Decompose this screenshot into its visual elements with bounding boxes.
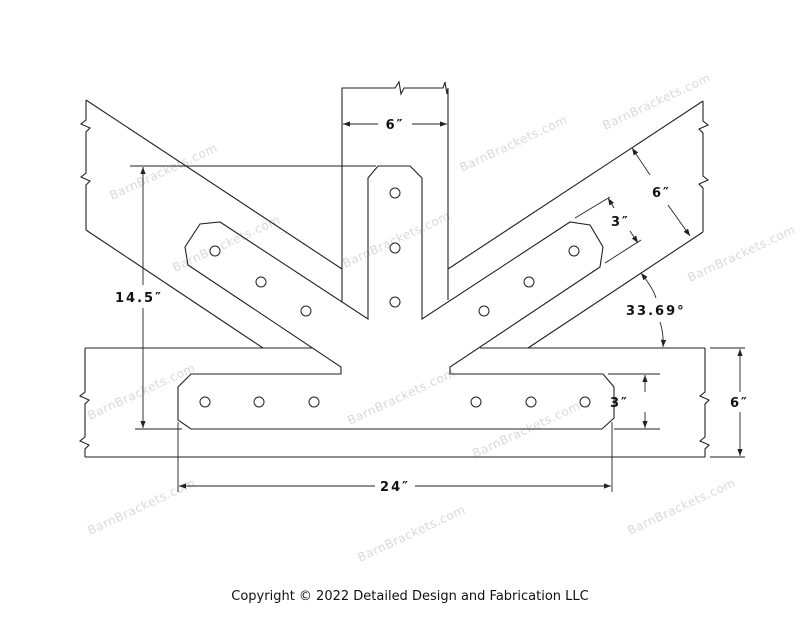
dim-beam-plate-width: 3″	[610, 396, 629, 411]
bolt-hole	[255, 276, 267, 288]
watermark: BarnBrackets.com	[340, 208, 452, 270]
dim-brace-angle: 33.69°	[626, 304, 686, 319]
watermark: BarnBrackets.com	[107, 140, 219, 202]
watermark: BarnBrackets.com	[685, 222, 797, 284]
dim-brace-depth: 6″	[652, 186, 671, 201]
dim-post-width: 6″	[386, 118, 405, 133]
watermarks: BarnBrackets.com BarnBrackets.com BarnBr…	[85, 70, 797, 564]
bolt-hole	[389, 242, 401, 254]
watermark: BarnBrackets.com	[85, 475, 197, 537]
bolt-hole	[199, 396, 211, 408]
bolt-hole	[300, 305, 312, 317]
bolt-holes	[199, 187, 591, 408]
watermark: BarnBrackets.com	[625, 475, 737, 537]
watermark: BarnBrackets.com	[345, 365, 457, 427]
bolt-hole	[470, 396, 482, 408]
bolt-hole	[579, 396, 591, 408]
bolt-hole	[525, 396, 537, 408]
dim-plate-length: 24″	[380, 480, 410, 495]
dim-brace-plate-width: 3″	[611, 215, 630, 230]
bolt-hole	[389, 296, 401, 308]
bracket-plate	[177, 165, 615, 430]
dimensions: 6″ 14.5″ 6″ 3″ 33.69° 3″ 6″ 24″	[115, 118, 749, 495]
bolt-hole	[308, 396, 320, 408]
watermark: BarnBrackets.com	[457, 112, 569, 174]
copyright-text: Copyright © 2022 Detailed Design and Fab…	[231, 589, 589, 604]
bolt-hole	[523, 276, 535, 288]
bolt-hole	[389, 187, 401, 199]
watermark: BarnBrackets.com	[600, 70, 712, 132]
bolt-hole	[253, 396, 265, 408]
bolt-hole	[478, 305, 490, 317]
bolt-hole	[568, 245, 580, 257]
timbers	[78, 80, 710, 458]
dim-beam-depth: 6″	[730, 396, 749, 411]
dim-plate-height: 14.5″	[115, 291, 163, 306]
watermark: BarnBrackets.com	[85, 360, 197, 422]
watermark: BarnBrackets.com	[470, 398, 582, 460]
bolt-hole	[209, 245, 221, 257]
watermark: BarnBrackets.com	[355, 502, 467, 564]
